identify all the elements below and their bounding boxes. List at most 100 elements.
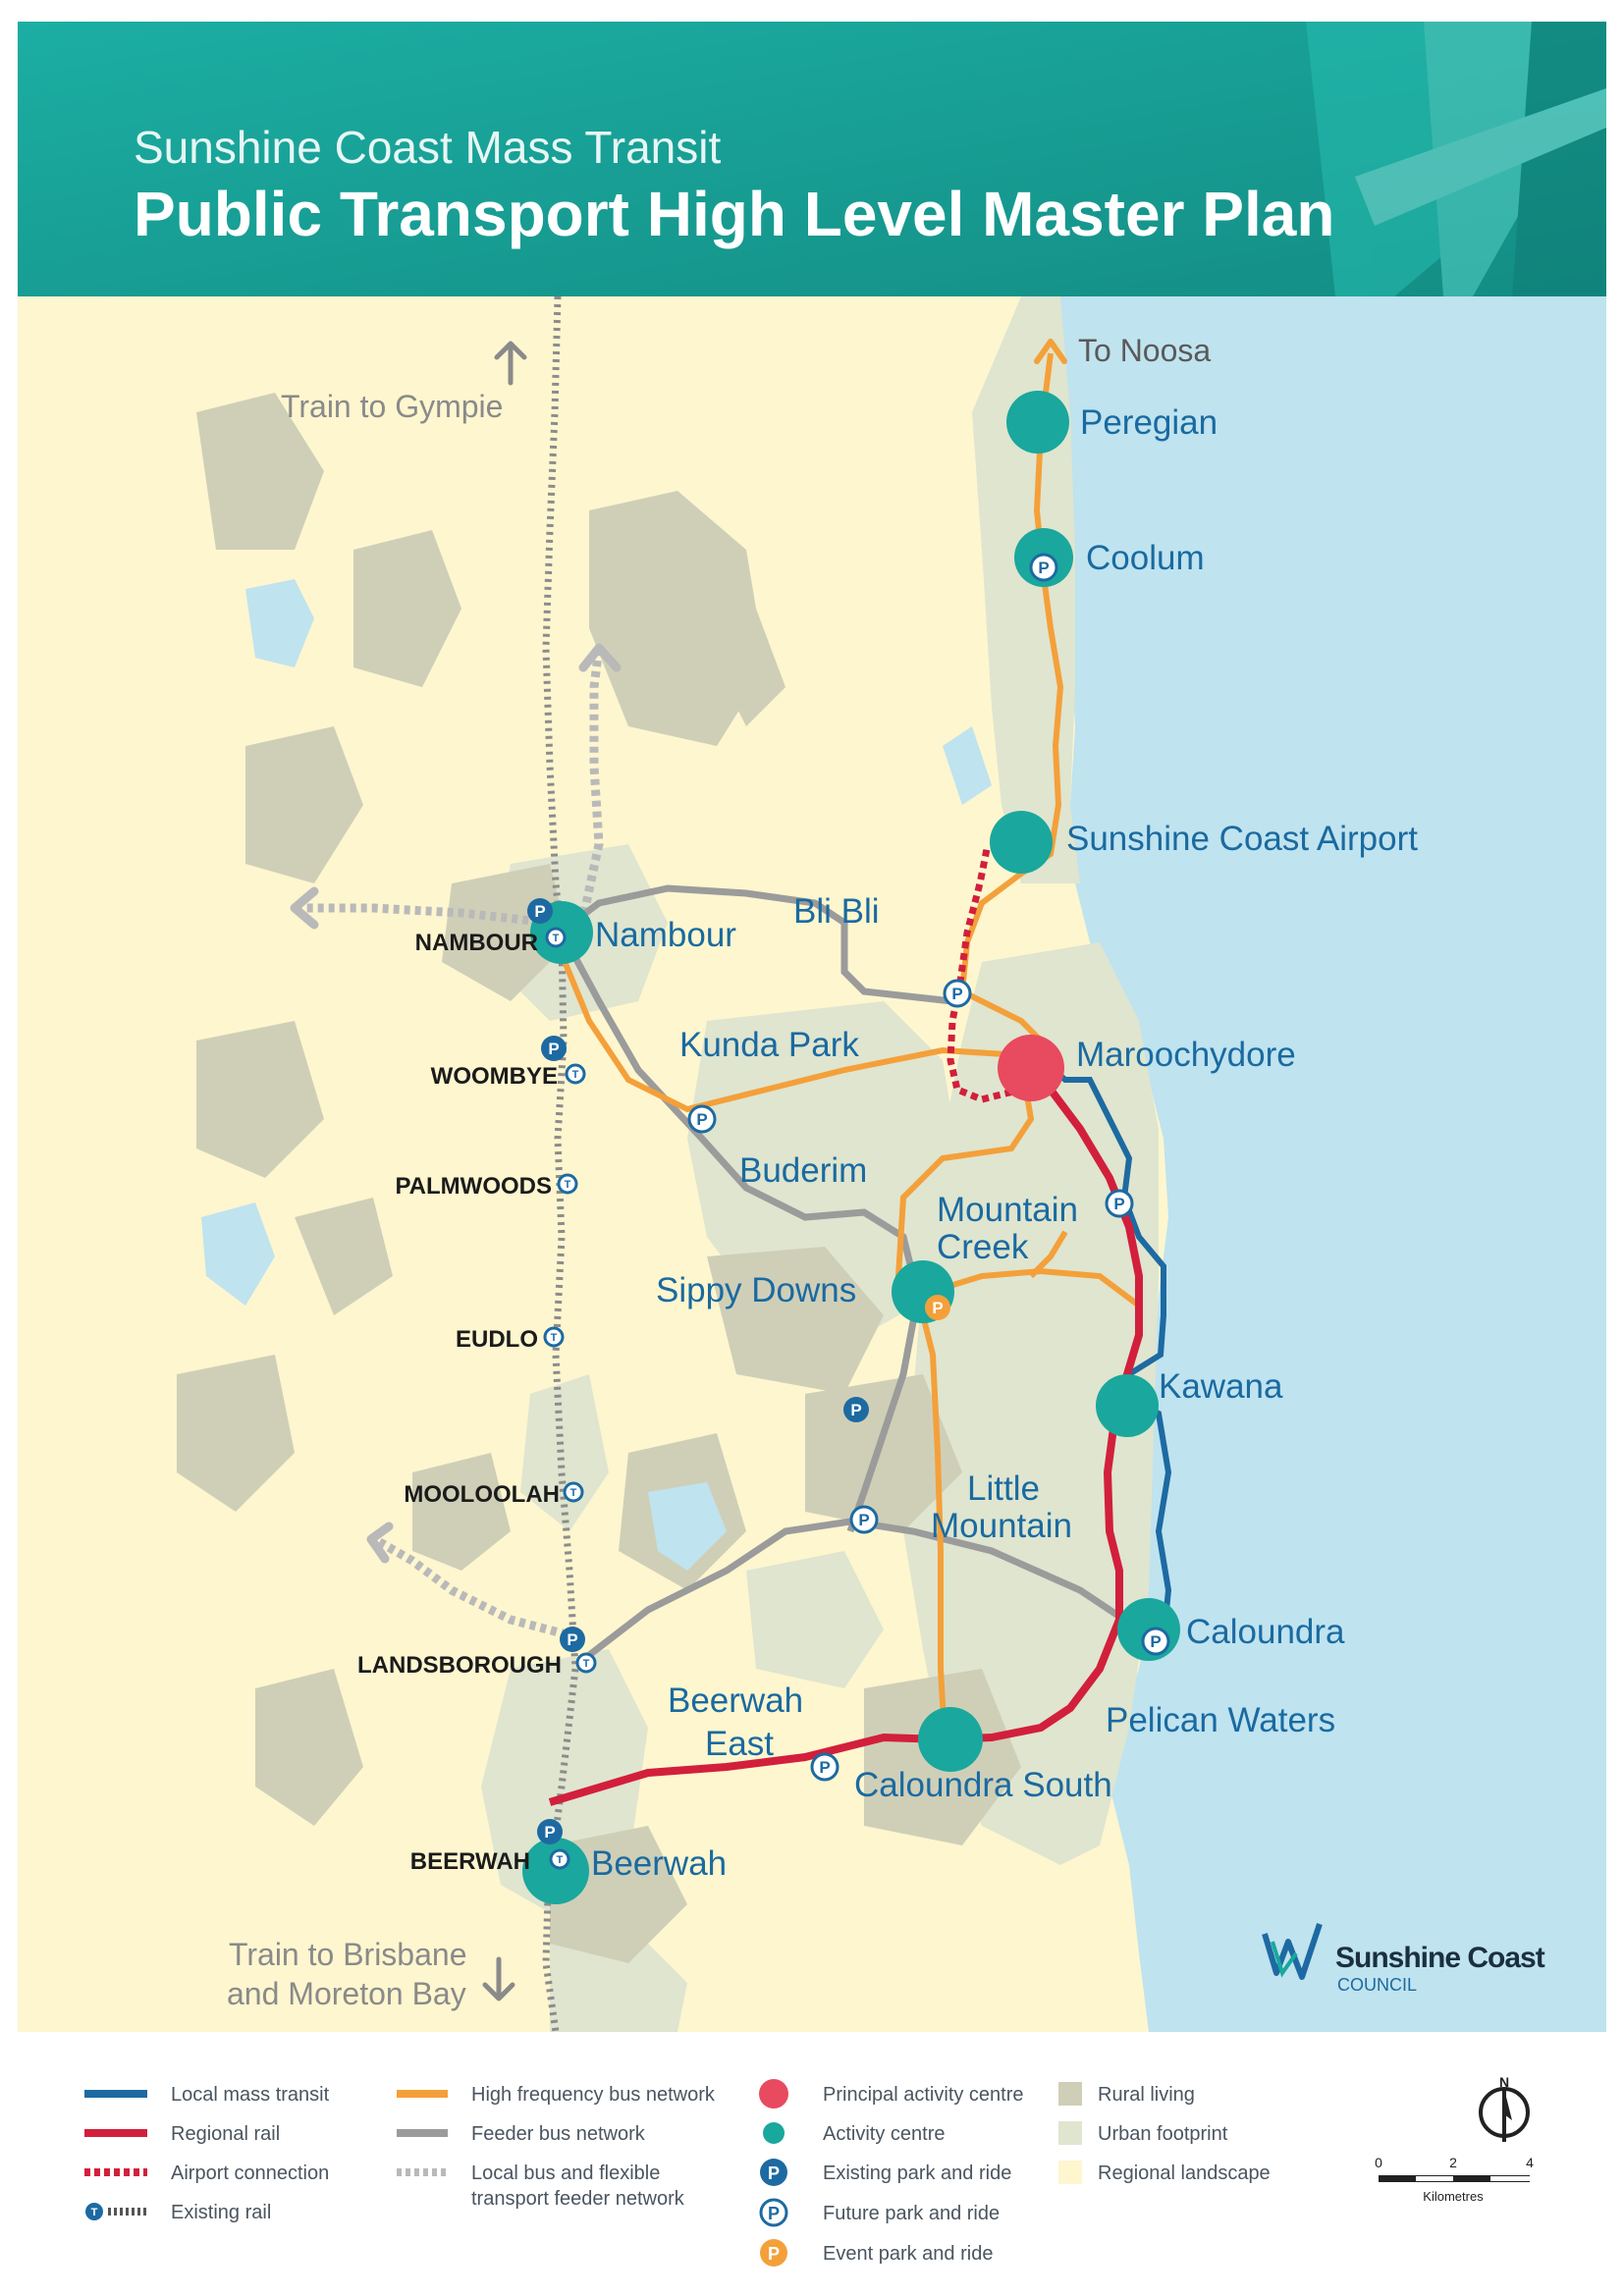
legend-local-mass-transit: Local mass transit — [171, 2084, 330, 2106]
sunshine-coast-council-logo: Sunshine Coast COUNCIL — [1262, 1923, 1546, 1995]
local-bus-arrows — [290, 643, 622, 1564]
rail-station-labels: NAMBOUR WOOMBYE PALMWOODS EUDLO MOOLOOLA… — [357, 930, 562, 1875]
legend-high-frequency-bus: High frequency bus network — [471, 2084, 716, 2106]
svg-text:T: T — [91, 2207, 98, 2218]
station-nambour: NAMBOUR — [415, 930, 538, 956]
label-sippy-downs: Sippy Downs — [656, 1271, 856, 1309]
svg-text:P: P — [548, 1040, 559, 1058]
header-decoration — [1306, 22, 1606, 296]
station-eudlo: EUDLO — [456, 1326, 538, 1353]
svg-text:2: 2 — [1449, 2155, 1457, 2170]
svg-text:P: P — [567, 1630, 577, 1649]
legend-feeder-bus: Feeder bus network — [471, 2123, 646, 2145]
station-palmwoods: PALMWOODS — [395, 1173, 552, 1200]
station-woombye: WOOMBYE — [431, 1063, 558, 1090]
label-mountain-creek-2: Creek — [937, 1228, 1029, 1266]
water-bodies — [201, 579, 992, 1571]
svg-text:P: P — [819, 1758, 830, 1777]
label-mountain-creek-1: Mountain — [937, 1191, 1078, 1229]
legend-rural-living: Rural living — [1098, 2084, 1195, 2106]
label-buderim: Buderim — [739, 1151, 867, 1190]
label-caloundra: Caloundra — [1186, 1613, 1345, 1651]
label-sunshine-coast-airport: Sunshine Coast Airport — [1066, 820, 1418, 858]
label-caloundra-south: Caloundra South — [854, 1766, 1112, 1804]
legend-local-bus-flexible-2: transport feeder network — [471, 2188, 685, 2210]
svg-text:T: T — [570, 1487, 577, 1499]
header-title: Public Transport High Level Master Plan — [134, 179, 1334, 249]
label-kunda-park: Kunda Park — [679, 1026, 859, 1064]
legend-existing-rail: Existing rail — [171, 2202, 271, 2223]
station-mooloolah: MOOLOOLAH — [404, 1481, 560, 1508]
svg-text:P: P — [696, 1110, 707, 1129]
legend-airport-connection: Airport connection — [171, 2163, 329, 2184]
label-beerwah-east-1: Beerwah — [668, 1682, 803, 1720]
svg-text:0: 0 — [1375, 2155, 1382, 2170]
svg-text:T: T — [557, 1854, 564, 1866]
legend-activity-centre: Activity centre — [823, 2123, 945, 2145]
map-area: P P P P P P P P P P P P P T T T T T T T — [18, 296, 1606, 2032]
label-train-to-brisbane-1: Train to Brisbane — [229, 1937, 466, 1972]
to-noosa-arrow — [1034, 339, 1067, 364]
svg-text:P: P — [1113, 1195, 1124, 1213]
north-arrow: N — [1479, 2074, 1530, 2142]
station-beerwah: BEERWAH — [410, 1848, 530, 1875]
north-label: N — [1499, 2074, 1509, 2090]
label-train-to-brisbane-2: and Moreton Bay — [227, 1976, 466, 2011]
legend-col-lines: Local mass transit Regional rail Airport… — [84, 2084, 330, 2223]
local-mass-transit-line — [1021, 1057, 1172, 1642]
svg-text:T: T — [583, 1658, 590, 1670]
centre-labels: Peregian Coolum Sunshine Coast Airport B… — [591, 403, 1418, 1883]
svg-text:P: P — [858, 1511, 869, 1529]
label-kawana: Kawana — [1159, 1367, 1283, 1406]
svg-text:T: T — [565, 1179, 571, 1191]
label-to-noosa: To Noosa — [1078, 333, 1211, 368]
svg-text:P: P — [544, 1823, 555, 1842]
existing-rail-line — [542, 296, 579, 2032]
legend-principal-activity-centre: Principal activity centre — [823, 2084, 1024, 2106]
svg-text:T: T — [553, 933, 560, 944]
future-park-and-ride-icons: P P P P P P P — [687, 553, 1170, 1782]
svg-text:T: T — [551, 1332, 558, 1344]
ocean — [1053, 296, 1606, 2032]
legend-local-bus-flexible-1: Local bus and flexible — [471, 2163, 660, 2184]
direction-arrows — [482, 341, 527, 2002]
svg-text:P: P — [534, 902, 545, 921]
label-beerwah: Beerwah — [591, 1844, 727, 1883]
svg-text:P: P — [932, 1299, 943, 1317]
svg-text:P: P — [1038, 559, 1049, 577]
existing-park-and-ride-icons: P P P P P — [527, 898, 869, 1844]
label-nambour: Nambour — [595, 916, 736, 954]
legend-urban-footprint: Urban footprint — [1098, 2123, 1228, 2145]
svg-text:P: P — [768, 2244, 780, 2264]
legend-existing-park-and-ride: Existing park and ride — [823, 2163, 1011, 2184]
logo-text-council: COUNCIL — [1337, 1975, 1417, 1995]
label-peregian: Peregian — [1080, 403, 1218, 442]
label-maroochydore: Maroochydore — [1076, 1036, 1296, 1074]
legend-regional-landscape: Regional landscape — [1098, 2163, 1271, 2184]
legend: Local mass transit Regional rail Airport… — [84, 2074, 1534, 2267]
svg-text:P: P — [850, 1401, 861, 1419]
scale-bar: 0 2 4 Kilometres — [1375, 2155, 1534, 2204]
legend-event-park-and-ride: Event park and ride — [823, 2243, 993, 2265]
local-bus-feeder-lines — [299, 647, 604, 1642]
header-banner: Sunshine Coast Mass Transit Public Trans… — [18, 22, 1606, 296]
label-pelican-waters: Pelican Waters — [1106, 1701, 1335, 1739]
header-subtitle: Sunshine Coast Mass Transit — [134, 122, 721, 173]
direction-labels: To Noosa Train to Gympie Train to Brisba… — [227, 333, 1211, 2011]
train-station-icons: T T T T T T T — [543, 927, 597, 1870]
legend-col-land: Rural living Urban footprint Regional la… — [1058, 2082, 1271, 2184]
label-coolum: Coolum — [1086, 539, 1205, 577]
svg-text:P: P — [768, 2204, 780, 2223]
svg-text:P: P — [951, 985, 962, 1003]
legend-col-bus: High frequency bus network Feeder bus ne… — [397, 2084, 716, 2210]
station-landsborough: LANDSBOROUGH — [357, 1652, 562, 1679]
label-little-mountain-2: Mountain — [931, 1507, 1072, 1545]
principal-activity-centre-maroochydore — [998, 1035, 1064, 1101]
logo-text-sunshine-coast: Sunshine Coast — [1335, 1942, 1545, 1974]
legend-col-centres: Principal activity centre Activity centr… — [759, 2079, 1024, 2267]
label-little-mountain-1: Little — [967, 1469, 1040, 1508]
feeder-bus-lines — [557, 884, 1141, 1662]
svg-text:4: 4 — [1526, 2155, 1534, 2170]
svg-text:P: P — [1150, 1632, 1161, 1651]
